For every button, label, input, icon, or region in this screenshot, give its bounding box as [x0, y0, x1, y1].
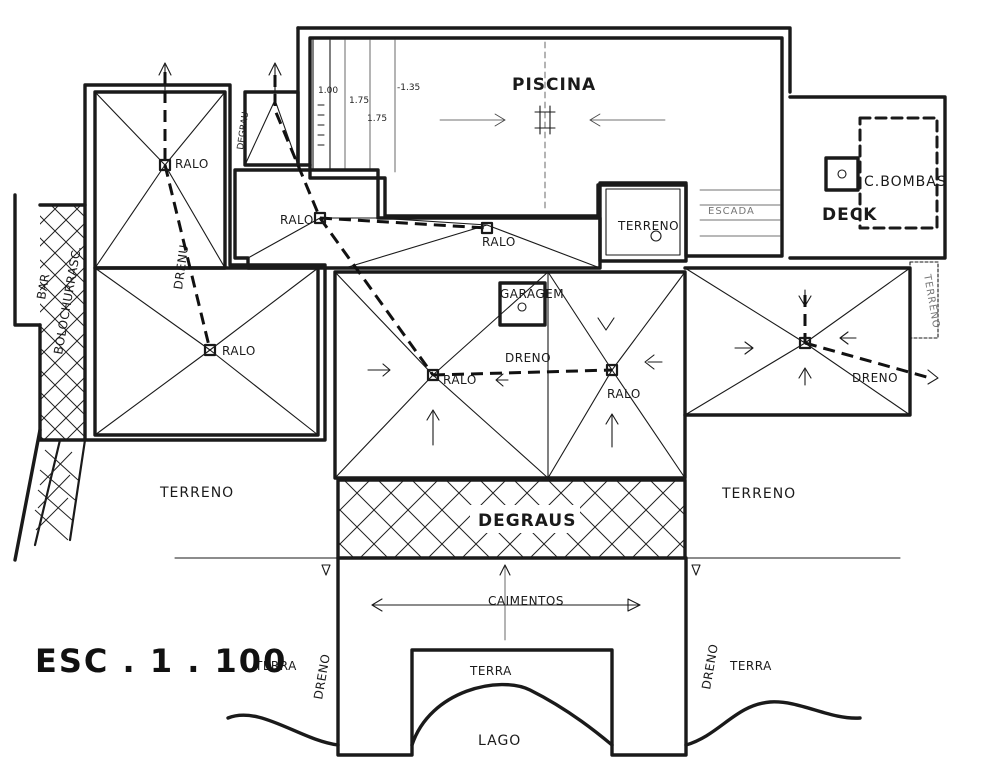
ralo-2	[203, 343, 217, 357]
pool: PISCINA 1.00 1.75 -1.35 1.75	[296, 26, 792, 258]
label-dreno-right: DRENO	[852, 371, 898, 385]
ralo-4	[480, 221, 494, 235]
label-ralo-6: RALO	[607, 387, 641, 401]
ralos: RALO RALO RALO RALO RALO RALO DRENO	[158, 157, 812, 401]
scale-label: ESC . 1 . 100	[35, 642, 287, 680]
label-garagem-box: GARAGEM	[500, 287, 564, 301]
drainage-lines	[163, 72, 931, 380]
label-terreno-left: TERRENO	[159, 485, 234, 501]
degraus: DEGRAUS	[336, 478, 687, 560]
deck: C.BOMBAS DECK	[788, 95, 947, 260]
label-dreno-left-v: DRENO	[311, 653, 333, 701]
bbq-area: BAR BOLOCHURRASC.	[13, 193, 87, 562]
label-escada: ESCADA	[708, 206, 755, 217]
label-ralo-4: RALO	[482, 235, 516, 249]
label-degraus: DEGRAUS	[478, 511, 576, 531]
ralo-7	[798, 336, 812, 350]
ralo-1	[158, 158, 172, 172]
label-dreno-center: DRENO	[505, 351, 551, 365]
label-caimentos: CAIMENTOS	[488, 594, 564, 608]
roof-block-left: DRENU	[83, 62, 327, 442]
label-ralo-3: RALO	[280, 213, 314, 227]
pool-dim-3: -1.35	[397, 83, 420, 93]
roof-block-right: TERRENO DRENO	[683, 261, 941, 417]
label-dreno-right-v: DRENO	[699, 643, 721, 691]
label-bar: BAR	[34, 272, 52, 300]
roof-annex-small: DEGRAU	[236, 62, 300, 167]
pool-dim-4: 1.75	[367, 114, 387, 124]
label-terreno-box: TERRENO	[617, 219, 679, 233]
pool-dim-2: 1.75	[349, 96, 369, 106]
ralo-5	[426, 368, 440, 382]
escada: ESCADA	[699, 189, 781, 237]
label-ralo-2: RALO	[222, 344, 256, 358]
label-terra-center: TERRA	[469, 664, 512, 678]
label-terreno-right: TERRENO	[721, 486, 796, 502]
pool-dim-1: 1.00	[318, 86, 338, 96]
label-piscina: PISCINA	[512, 75, 596, 95]
ralo-3	[313, 211, 327, 225]
roof-block-center: GARAGEM	[333, 270, 687, 480]
label-terra-right: TERRA	[729, 659, 772, 673]
terreno-box: TERRENO	[598, 181, 688, 263]
ralo-6	[605, 363, 619, 377]
label-ralo-1: RALO	[175, 157, 209, 171]
label-deck: DECK	[822, 205, 877, 225]
label-drenu: DRENU	[171, 243, 191, 290]
label-lago: LAGO	[478, 733, 521, 749]
label-terra-left: TERRA	[254, 659, 297, 673]
label-degrau: DEGRAU	[236, 111, 251, 150]
label-c-bombas: C.BOMBAS	[864, 174, 947, 190]
roof-connector	[233, 168, 602, 270]
label-ralo-5: RALO	[443, 373, 477, 387]
